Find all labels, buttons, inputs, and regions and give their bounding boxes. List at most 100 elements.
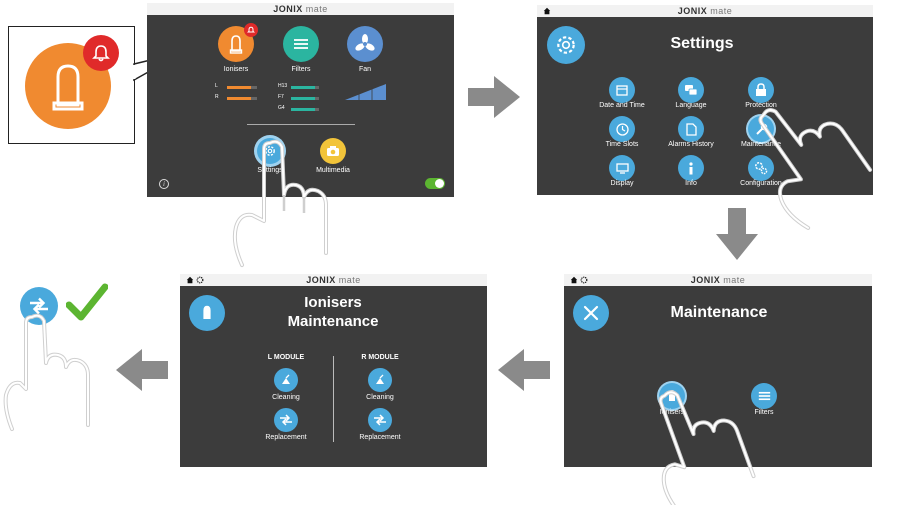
home-icon[interactable] — [543, 7, 551, 15]
info-button[interactable]: i — [159, 179, 169, 189]
camera-icon — [327, 146, 339, 156]
display-label: Display — [610, 180, 634, 187]
tools-icon — [583, 305, 599, 321]
r-replacement-button[interactable] — [368, 408, 392, 432]
swap-arrows-icon — [30, 297, 48, 315]
top-bar: JONIX mate — [147, 3, 454, 15]
calendar-icon — [616, 85, 628, 96]
brand-logo: JONIX mate — [677, 6, 733, 16]
filters-label: Filters — [754, 409, 774, 416]
bar-label-r: R — [215, 94, 219, 100]
home-screen: JONIX mate Ionisers Filters Fan L R H13 — [147, 3, 454, 197]
l-replacement-label: Replacement — [265, 434, 307, 441]
home-icon[interactable] — [570, 276, 578, 284]
maintenance-title: Maintenance — [670, 304, 768, 321]
brand-logo: JONIX mate — [690, 275, 746, 285]
filter-level-bar-h13 — [291, 86, 319, 89]
alarms-history-label: Alarms History — [668, 141, 714, 148]
ioniser-tube-icon — [203, 305, 211, 319]
module-divider — [333, 356, 334, 442]
brand-logo: JONIX mate — [306, 275, 361, 285]
clock-icon — [615, 122, 629, 136]
time-slots-button[interactable] — [609, 116, 635, 142]
filters-label: Filters — [291, 66, 311, 73]
ionisers-label: Ionisers — [659, 409, 685, 416]
gears-icon — [755, 162, 768, 175]
maintenance-label: Maintenance — [740, 141, 782, 148]
gear-icon[interactable] — [196, 276, 204, 284]
bar-label-h13: H13 — [278, 83, 288, 89]
time-slots-label: Time Slots — [605, 141, 639, 148]
filter-level-bar-f7 — [291, 97, 319, 100]
display-icon — [615, 162, 629, 174]
display-button[interactable] — [609, 155, 635, 181]
configuration-button[interactable] — [748, 155, 774, 181]
filters-icon — [294, 39, 308, 49]
maintenance-screen: JONIX mate Maintenance Ionisers Filters — [564, 274, 872, 467]
ionisers-label: Ionisers — [223, 66, 249, 73]
arrow-right — [468, 76, 520, 118]
home-icon[interactable] — [186, 276, 194, 284]
multimedia-button[interactable] — [320, 138, 346, 164]
settings-title: Settings — [670, 35, 734, 52]
ioniser-tube-icon — [52, 64, 84, 111]
l-module-heading: L MODULE — [267, 354, 305, 361]
document-icon — [685, 122, 697, 136]
l-replacement-button[interactable] — [274, 408, 298, 432]
info-icon — [689, 161, 693, 174]
swap-arrows-icon — [280, 414, 292, 426]
top-bar: JONIX mate — [564, 274, 872, 286]
language-button[interactable] — [678, 77, 704, 103]
cleaning-icon — [376, 374, 384, 384]
ioniser-tube-icon — [229, 35, 243, 54]
fan-button[interactable] — [347, 26, 383, 62]
bar-label-g4: G4 — [278, 105, 285, 111]
alarm-bell-icon — [83, 35, 119, 71]
l-cleaning-label: Cleaning — [272, 394, 300, 401]
arrow-down — [716, 208, 758, 260]
bar-label-l: L — [215, 83, 218, 89]
arrow-left — [498, 349, 550, 391]
fan-label: Fan — [358, 66, 372, 73]
language-icon — [685, 85, 698, 96]
info-button[interactable] — [678, 155, 704, 181]
fan-speed-indicator — [345, 84, 386, 100]
swap-arrows-icon — [374, 414, 386, 426]
configuration-label: Configuration — [740, 180, 782, 187]
alarms-history-button[interactable] — [678, 116, 704, 142]
gear-icon[interactable] — [580, 276, 588, 284]
arrow-left — [116, 349, 168, 391]
pointing-hand-icon — [232, 139, 328, 267]
ioniser-level-bar-r — [227, 97, 257, 100]
filters-icon — [758, 391, 770, 401]
brand-logo: JONIX mate — [273, 4, 328, 14]
r-module-heading: R MODULE — [361, 354, 399, 361]
settings-header-icon — [547, 26, 585, 64]
alarm-badge-icon — [244, 23, 258, 37]
r-replacement-label: Replacement — [359, 434, 401, 441]
power-toggle[interactable] — [425, 178, 445, 189]
ionisers-title-line2: Maintenance — [287, 313, 379, 330]
filter-level-bar-g4 — [291, 108, 319, 111]
settings-screen: JONIX mate Settings Date and Time Langua… — [537, 5, 873, 195]
protection-button[interactable] — [748, 77, 774, 103]
multimedia-label: Multimedia — [316, 167, 350, 174]
pointing-hand-icon — [3, 313, 90, 431]
date-and-time-label: Date and Time — [599, 102, 645, 109]
pointing-hand-icon — [658, 390, 756, 505]
ionisers-maintenance-screen: JONIX mate Ionisers Maintenance L MODULE… — [180, 274, 487, 467]
filters-button[interactable] — [283, 26, 319, 62]
pointing-hand-icon — [758, 108, 873, 230]
ioniser-alarm-callout — [8, 26, 135, 144]
gear-icon — [265, 146, 275, 156]
fan-icon — [355, 34, 375, 51]
protection-label: Protection — [745, 102, 777, 109]
ioniser-level-bar-l — [227, 86, 257, 89]
r-cleaning-button[interactable] — [368, 368, 392, 392]
maintenance-header-icon — [573, 295, 609, 331]
date-and-time-button[interactable] — [609, 77, 635, 103]
info-symbol: i — [163, 180, 165, 188]
l-cleaning-button[interactable] — [274, 368, 298, 392]
ioniser-header-icon — [189, 295, 225, 331]
filters-button[interactable] — [751, 383, 777, 409]
